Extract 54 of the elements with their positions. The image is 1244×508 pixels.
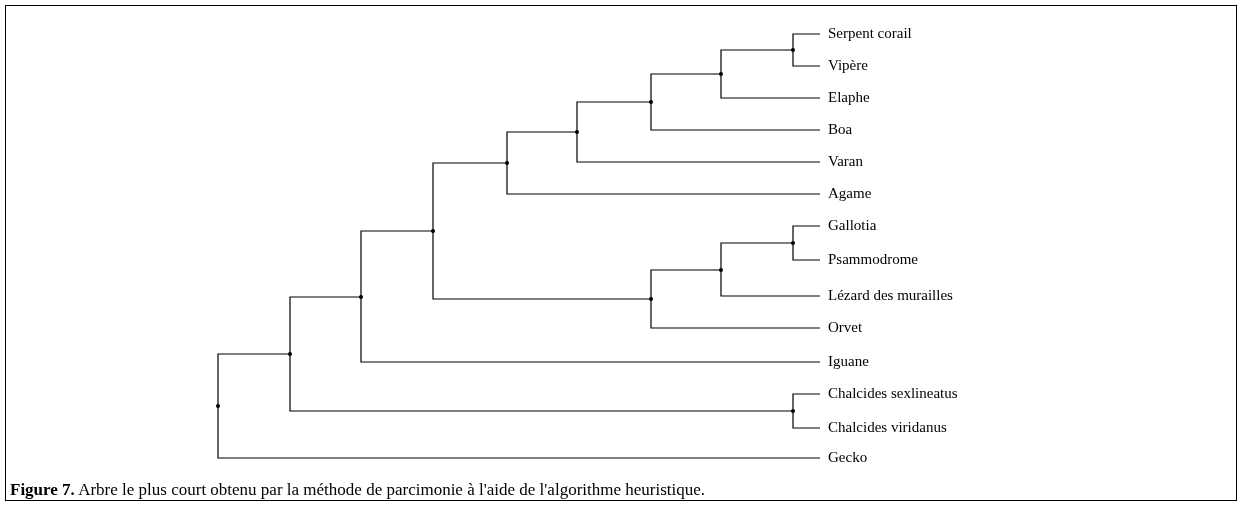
branch-point <box>359 295 363 299</box>
branch-line <box>217 405 821 459</box>
branch-line <box>289 296 362 355</box>
branch-point <box>791 48 795 52</box>
branch-point <box>719 268 723 272</box>
branch-line <box>217 353 291 407</box>
branch-line <box>432 230 652 300</box>
branch-point <box>719 72 723 76</box>
branch-line <box>792 49 821 67</box>
branch-line <box>650 73 722 103</box>
branch-line <box>576 101 652 133</box>
taxon-label: Chalcides sexlineatus <box>828 384 958 402</box>
taxon-label: Agame <box>828 184 872 202</box>
taxon-label: Psammodrome <box>828 250 918 268</box>
figure-caption: Figure 7. Arbre le plus court obtenu par la méthode de parcimonie à l'aide de l'algorithme heuristique. <box>10 480 706 500</box>
branch-line <box>792 242 821 261</box>
branch-line <box>792 410 821 429</box>
branch-line <box>720 269 821 297</box>
taxon-label: Elaphe <box>828 88 870 106</box>
taxon-label: Chalcides viridanus <box>828 418 947 436</box>
taxon-label: Gallotia <box>828 216 877 234</box>
branch-line <box>432 162 508 232</box>
branch-line <box>506 162 821 195</box>
branch-line <box>506 131 578 164</box>
branch-point <box>505 161 509 165</box>
branch-line <box>360 296 821 363</box>
branch-point <box>431 229 435 233</box>
taxon-label: Serpent corail <box>828 24 912 42</box>
taxon-label: Orvet <box>828 318 863 336</box>
taxon-label: Varan <box>828 152 863 170</box>
branch-line <box>576 131 821 163</box>
branch-point <box>791 241 795 245</box>
branch-point <box>649 100 653 104</box>
taxon-label: Boa <box>828 120 853 138</box>
taxon-label: Lézard des murailles <box>828 286 953 304</box>
branch-line <box>650 298 821 329</box>
branch-line <box>792 225 821 244</box>
branch-line <box>360 230 434 298</box>
branch-line <box>720 242 794 271</box>
taxon-label: Gecko <box>828 448 868 466</box>
branch-point <box>575 130 579 134</box>
branch-line <box>720 73 821 99</box>
branch-point <box>216 404 220 408</box>
branch-line <box>720 49 794 75</box>
branch-point <box>288 352 292 356</box>
branch-point <box>649 297 653 301</box>
branch-line <box>650 101 821 131</box>
branch-line <box>650 269 722 300</box>
taxon-label: Vipère <box>828 56 868 74</box>
branch-line <box>289 353 794 412</box>
taxon-label: Iguane <box>828 352 869 370</box>
branch-line <box>792 33 821 51</box>
branch-point <box>791 409 795 413</box>
branch-line <box>792 393 821 412</box>
